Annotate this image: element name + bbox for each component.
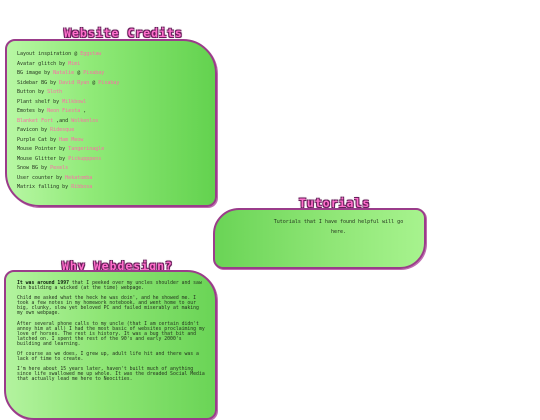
credit-suffix: , [80, 108, 87, 114]
credit-separator: @ [74, 70, 84, 76]
credit-link[interactable]: Blanket Fort [17, 117, 54, 124]
why-paragraph-1: It was around 1997 that I peeked over my… [17, 281, 207, 291]
credit-link[interactable]: Ham Meow [59, 136, 84, 143]
credit-link[interactable]: Pickupppens [68, 155, 102, 162]
credit-label: Button by [17, 89, 48, 95]
credit-link[interactable]: Ridesque [50, 127, 75, 133]
credit-separator: @ [89, 79, 99, 86]
credit-line: Favicon by Ridesque [17, 126, 215, 136]
credit-line: Layout inspiration @ Eggstaw [17, 50, 215, 60]
why-paragraph-2: Child me asked what the heck he was doin… [17, 296, 199, 317]
credit-label: BG image by [17, 70, 54, 76]
credit-link[interactable]: Tangerinagle [68, 146, 105, 152]
why-panel: It was around 1997 that I peeked over my… [4, 270, 217, 420]
credit-label: Purple Cat by [17, 136, 60, 143]
credit-label: Favicon by [17, 127, 51, 133]
credit-line: Sidebar BG by David Ryan @ Pixabay [17, 79, 215, 89]
why-lead-rest: that I peeked over my uncles shoulder an… [17, 281, 202, 292]
credit-line: Blanket Fort ,and Wolkenlos [17, 117, 215, 127]
why-heading: Why Webdesign? [62, 259, 173, 273]
credit-line: BG image by Natalie @ Pixabay [17, 69, 215, 79]
credit-label: Snow BG by [17, 165, 51, 171]
why-paragraph-3: After several phone calls to my uncle (t… [17, 321, 205, 347]
credit-line: Mouse Pointer by Tangerinagle [17, 145, 215, 155]
credit-link[interactable]: Natalie [53, 70, 75, 76]
credit-label: Avatar glitch by [17, 60, 69, 67]
credit-link[interactable]: Wolkenlos [71, 117, 99, 124]
credit-link[interactable]: Milkbowl [62, 98, 87, 105]
tutorials-text: Tutorials that I have found helpful will… [273, 219, 404, 235]
credits-heading: Website Credits [64, 26, 183, 40]
credit-line: Button by Sloth [17, 88, 215, 98]
credit-link[interactable]: Neon Fiesta [47, 108, 81, 114]
credit-link[interactable]: Pixabay [83, 70, 105, 76]
credit-line: User counter by Hekatomba [17, 174, 215, 184]
credit-line: Purple Cat by Ham Meow [17, 136, 215, 146]
credit-label: Mouse Glitter by [17, 155, 69, 162]
credit-link[interactable]: Pexels [50, 165, 69, 171]
credit-link[interactable]: Mimi [68, 60, 81, 67]
credit-link[interactable]: Pixabay [98, 79, 120, 86]
credit-line: Avatar glitch by Mimi [17, 60, 215, 70]
credit-line: Mouse Glitter by Pickupppens [17, 155, 215, 165]
credit-label: Emotes by [17, 108, 48, 114]
why-paragraph-4: Of course as we does, I grew up, adult l… [17, 352, 199, 363]
credit-label: Mouse Pointer by [17, 146, 69, 152]
credit-label: Layout inspiration @ [17, 51, 81, 57]
credit-label: Matrix falling by [17, 184, 72, 190]
credit-label: Plant shelf by [17, 98, 63, 105]
why-paragraph-5: I'm here about 15 years later, haven't b… [17, 367, 205, 383]
credit-line: Matrix falling by Ribbosa [17, 183, 215, 193]
credit-label: User counter by [17, 174, 66, 181]
tutorials-heading: Tutorials [299, 196, 371, 210]
credit-line: Plant shelf by Milkbowl [17, 98, 215, 108]
why-lead: It was around 1997 [17, 281, 69, 286]
credit-link[interactable]: David Ryan [59, 79, 90, 86]
credit-link[interactable]: Ribbosa [71, 184, 93, 190]
credit-label: Sidebar BG by [17, 79, 60, 86]
credit-line: Snow BG by Pexels [17, 164, 215, 174]
credit-link[interactable]: Hekatomba [65, 174, 93, 181]
credit-line: Emotes by Neon Fiesta , [17, 107, 215, 117]
credit-link[interactable]: Sloth [47, 89, 63, 95]
credit-separator: ,and [53, 117, 72, 124]
credit-link[interactable]: Eggstaw [80, 51, 102, 57]
tutorials-panel: Tutorials that I have found helpful will… [213, 208, 426, 269]
